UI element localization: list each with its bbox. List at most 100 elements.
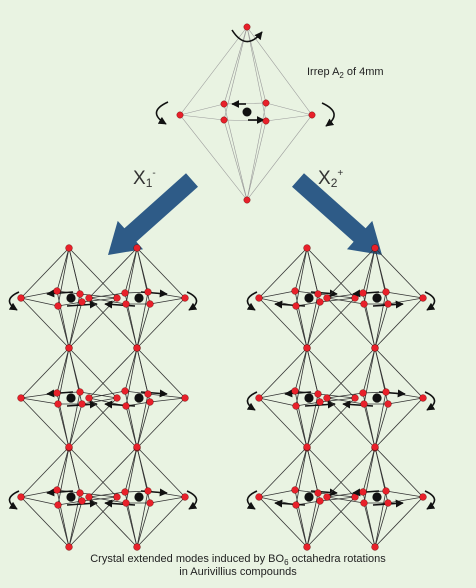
oxygen-atom	[316, 398, 324, 406]
octahedron-edge	[68, 500, 83, 548]
equatorial-edge	[258, 489, 296, 498]
oxygen-atom	[85, 294, 93, 302]
equatorial-edge	[294, 489, 319, 494]
caption-line-1: Crystal extended modes induced by BO6 oc…	[90, 553, 386, 567]
octahedron-edge	[136, 347, 186, 399]
equatorial-edge	[326, 297, 365, 305]
octahedron-edge	[295, 347, 308, 407]
octahedron-edge	[56, 290, 70, 349]
oxygen-atom	[351, 294, 359, 302]
oxygen-atom	[133, 344, 141, 352]
displacement-arrow	[274, 499, 306, 508]
rotation-curl-arrow	[321, 102, 335, 127]
oxygen-atom	[351, 394, 359, 402]
octahedron-edge	[246, 26, 313, 116]
rotation-curl-arrow	[231, 29, 263, 43]
octahedron-edge	[326, 496, 376, 548]
octahedron-edge	[326, 397, 376, 449]
oxygen-atom	[53, 287, 61, 295]
b-site-cation	[372, 293, 382, 303]
octahedron-edge	[136, 397, 186, 449]
octahedron-edge	[374, 446, 424, 498]
oxygen-atom	[262, 117, 270, 125]
octahedron-edge	[306, 401, 321, 449]
oxygen-atom	[384, 300, 392, 308]
octahedron-edge	[362, 347, 376, 394]
equatorial-edge	[294, 290, 319, 295]
octahedron-edge	[124, 390, 138, 449]
b-site-cation	[242, 107, 252, 117]
big-arrow-right	[292, 173, 382, 255]
octahedron-edge	[306, 347, 319, 395]
octahedron-edge	[306, 247, 319, 295]
octahedron-edge	[374, 490, 387, 548]
oxygen-atom	[144, 288, 152, 296]
b-site-cation	[134, 492, 144, 502]
octahedron-edge	[374, 303, 389, 349]
octahedron-edge	[68, 391, 81, 449]
octahedron-edge	[306, 297, 356, 349]
displacement-arrow	[274, 300, 306, 309]
octahedron-edge	[68, 301, 83, 349]
oxygen-atom	[359, 488, 367, 496]
octahedron-edge	[294, 390, 308, 449]
oxygen-atom	[314, 290, 322, 298]
b-site-cation	[372, 393, 382, 403]
octahedron-edge	[258, 446, 308, 498]
oxygen-atom	[53, 389, 61, 397]
octahedron-edge	[374, 247, 387, 293]
equatorial-edge	[79, 492, 118, 498]
rotation-curl-arrow	[186, 291, 198, 311]
b-site-cation	[134, 393, 144, 403]
b-site-cation	[66, 293, 76, 303]
equatorial-edge	[79, 293, 118, 299]
oxygen-atom	[181, 394, 189, 402]
oxygen-atom	[323, 294, 331, 302]
oxygen-atom	[419, 493, 427, 501]
oxygen-atom	[17, 493, 25, 501]
oxygen-atom	[303, 344, 311, 352]
rotation-curl-arrow	[8, 291, 20, 311]
oxygen-atom	[85, 394, 93, 402]
equatorial-edge	[149, 397, 186, 403]
rotation-curl-arrow	[8, 490, 20, 510]
octahedron-edge	[246, 102, 267, 201]
oxygen-atom	[371, 344, 379, 352]
octahedron-edge	[56, 446, 70, 491]
octahedron-edge	[326, 347, 376, 399]
octahedron-edge	[124, 446, 138, 493]
octahedron-edge	[306, 301, 321, 349]
oxygen-atom	[371, 543, 379, 551]
equatorial-edge	[258, 397, 297, 407]
octahedron-edge	[258, 297, 308, 349]
rotation-curl-arrow	[155, 101, 169, 125]
octahedron-edge	[124, 247, 138, 294]
octahedron-edge	[374, 247, 424, 299]
equatorial-edge	[326, 496, 365, 504]
octahedron-edge	[295, 446, 308, 506]
rotation-curl-arrow	[246, 291, 258, 311]
octahedron-edge	[56, 347, 70, 394]
octahedron-edge	[306, 500, 321, 548]
displacement-arrow	[46, 488, 74, 497]
rotation-curl-arrow	[424, 490, 436, 510]
oxygen-atom	[122, 402, 130, 410]
oxygen-atom	[303, 543, 311, 551]
octahedron-edge	[306, 347, 356, 399]
b-site-cation	[134, 293, 144, 303]
oxygen-atom	[419, 294, 427, 302]
oxygen-atom	[85, 493, 93, 501]
displacement-arrow	[104, 300, 136, 309]
octahedron-edge	[326, 446, 376, 498]
single-octahedron	[155, 23, 335, 204]
oxygen-atom	[146, 499, 154, 507]
oxygen-atom	[292, 501, 300, 509]
octahedron-edge	[56, 489, 70, 548]
equatorial-edge	[57, 500, 83, 506]
oxygen-atom	[255, 294, 263, 302]
oxygen-atom	[243, 23, 251, 31]
octahedron-edge	[68, 247, 118, 299]
equatorial-edge	[179, 114, 225, 121]
oxygen-atom	[78, 298, 86, 306]
